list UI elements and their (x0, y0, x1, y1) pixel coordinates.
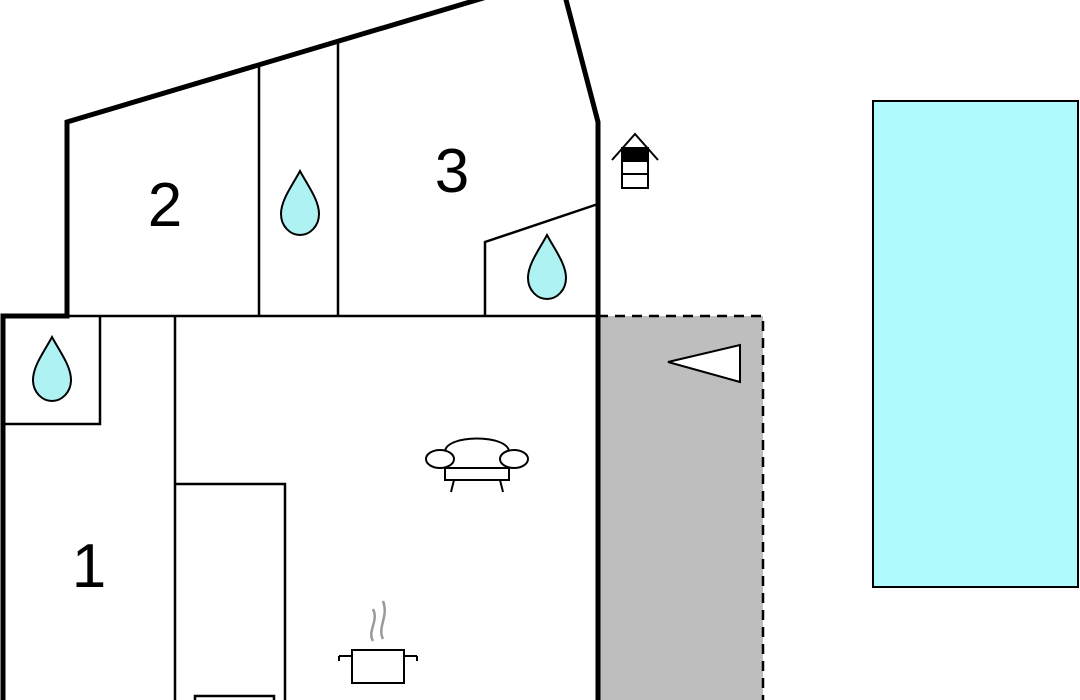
room-label-3: 3 (435, 137, 469, 206)
room-label-2: 2 (148, 171, 182, 240)
swimming-pool (872, 100, 1079, 588)
cooking-pot-icon (338, 600, 418, 684)
water-drop-icon (527, 234, 567, 300)
water-drop-icon (32, 336, 72, 402)
house-icon (611, 132, 659, 189)
sofa-icon (425, 437, 529, 493)
room-label-1: 1 (72, 532, 106, 601)
water-drop-icon (280, 170, 320, 236)
sun-direction-icon (667, 343, 741, 384)
interior-walls (3, 43, 599, 700)
